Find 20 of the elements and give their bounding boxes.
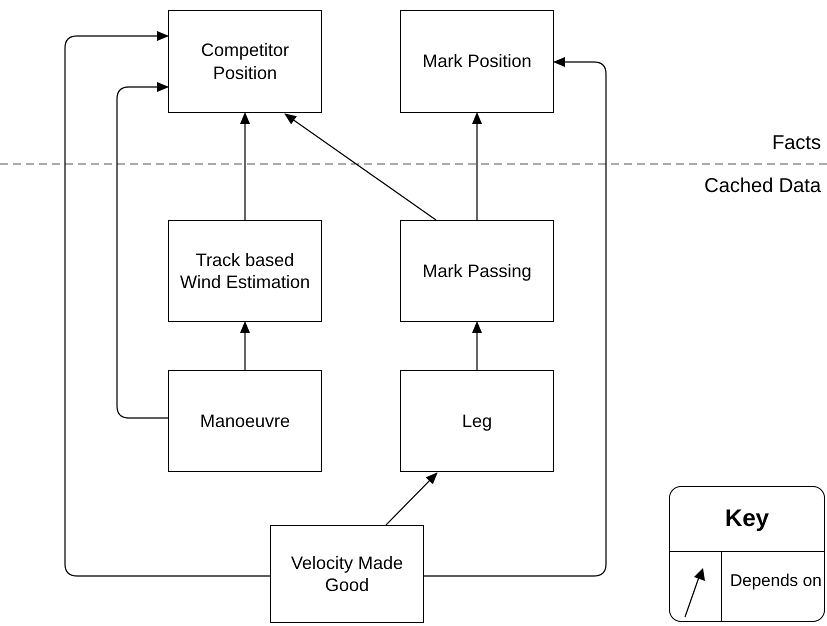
process-box: Mark Passing [400,220,554,322]
arrow [240,112,250,220]
process-box: Leg [400,370,554,472]
arrow [64,31,270,577]
arrow [386,472,438,526]
arrow [472,321,482,370]
zone-label: Facts [772,132,821,155]
arrow [116,82,169,419]
process-box: Manoeuvre [168,370,322,472]
key-title: Key [724,504,770,534]
arrow [240,321,250,370]
process-box: Mark Position [400,10,554,113]
arrow [472,112,482,220]
arrow [424,57,607,577]
process-box: Velocity Made Good [270,525,424,623]
process-box: Competitor Position [168,10,322,113]
legend-text: Depends on [730,571,822,592]
arrow [284,113,436,220]
zone-label: Cached Data [704,175,821,198]
process-box: Track based Wind Estimation [168,220,322,322]
